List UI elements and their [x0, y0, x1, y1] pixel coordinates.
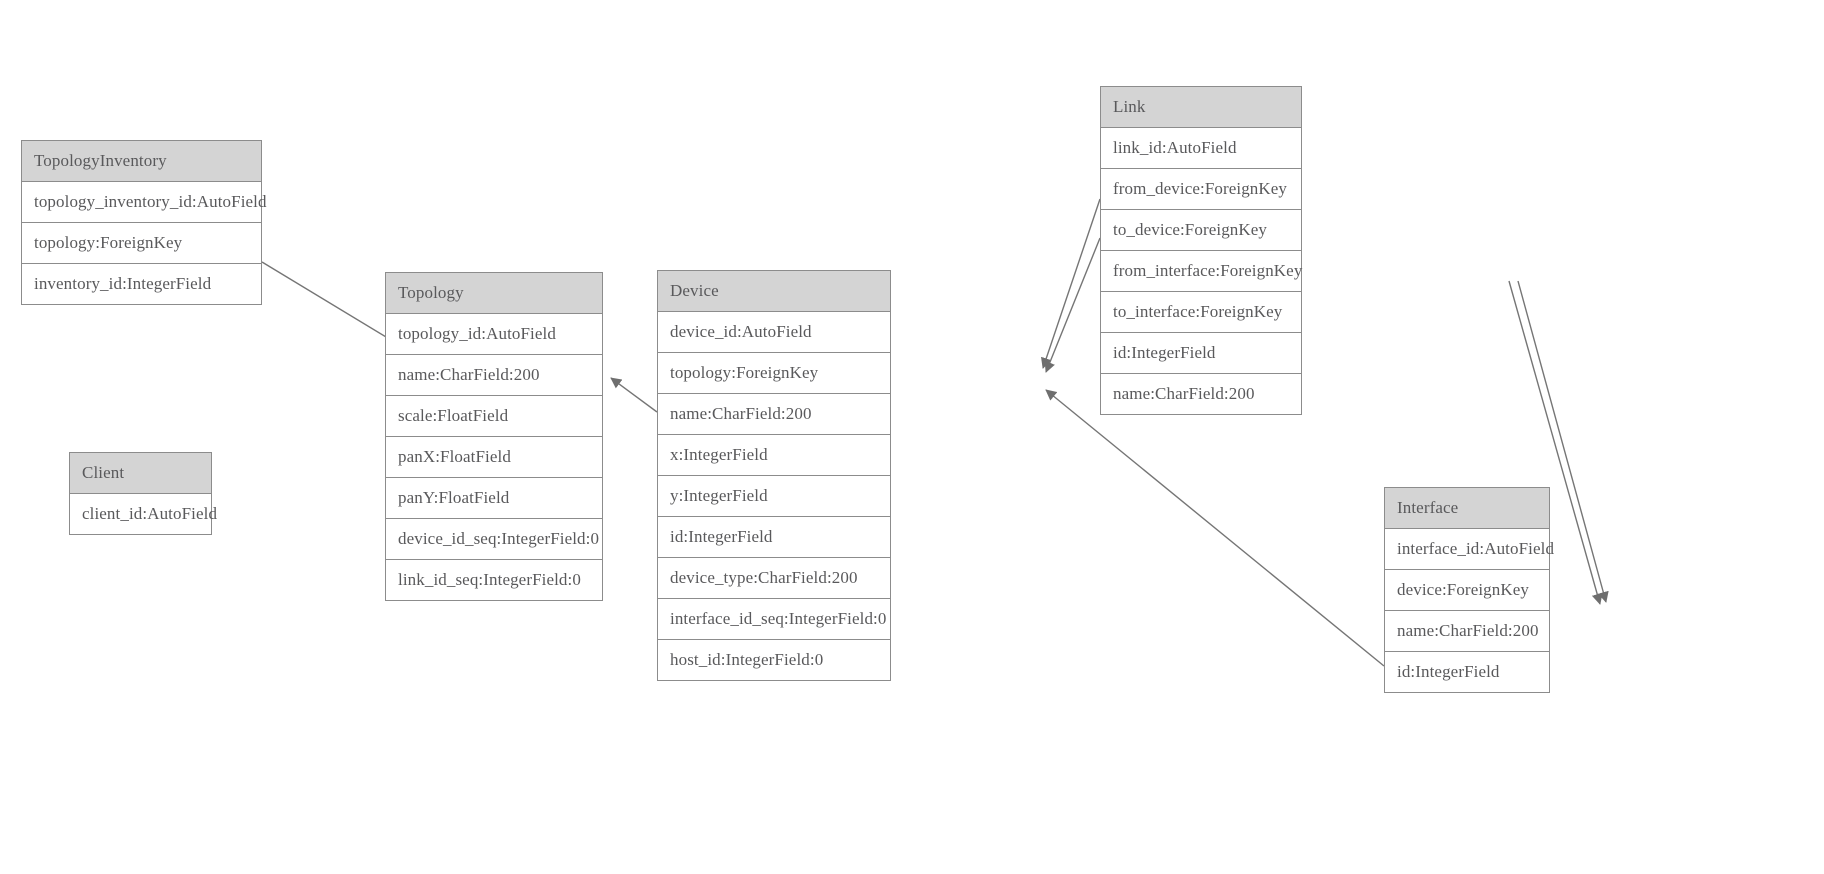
edge-link-from-device-to-device	[1041, 198, 1101, 369]
entity-field: topology_id:AutoField	[386, 314, 602, 355]
entity-field: name:CharField:200	[386, 355, 602, 396]
entity-field: client_id:AutoField	[70, 494, 217, 534]
entity-title-device: Device	[658, 271, 890, 312]
entity-field: host_id:IntegerField:0	[658, 640, 890, 680]
entity-title-topology: Topology	[386, 273, 602, 314]
edge-device-to-topology	[610, 377, 658, 413]
entity-field: from_device:ForeignKey	[1101, 169, 1301, 210]
entity-field: to_interface:ForeignKey	[1101, 292, 1301, 333]
entity-field: interface_id_seq:IntegerField:0	[658, 599, 890, 640]
entity-field: topology_inventory_id:AutoField	[22, 182, 266, 223]
entity-field: name:CharField:200	[1101, 374, 1301, 414]
entity-field: link_id_seq:IntegerField:0	[386, 560, 602, 600]
entity-field: scale:FloatField	[386, 396, 602, 437]
entity-field: id:IntegerField	[1385, 652, 1549, 692]
edge-link-to-device-to-device	[1044, 237, 1101, 373]
entity-field: topology:ForeignKey	[658, 353, 890, 394]
entity-field: name:CharField:200	[658, 394, 890, 435]
entity-field: id:IntegerField	[1101, 333, 1301, 374]
entity-field: from_interface:ForeignKey	[1101, 251, 1302, 292]
entity-field: device:ForeignKey	[1385, 570, 1549, 611]
entity-field: id:IntegerField	[658, 517, 890, 558]
entity-field: topology:ForeignKey	[22, 223, 261, 264]
entity-title-interface: Interface	[1385, 488, 1549, 529]
entity-field: device_id:AutoField	[658, 312, 890, 353]
entity-title-link: Link	[1101, 87, 1301, 128]
edge-interface-to-device	[1045, 389, 1385, 667]
entity-field: link_id:AutoField	[1101, 128, 1301, 169]
entity-field: panX:FloatField	[386, 437, 602, 478]
entity-field: y:IntegerField	[658, 476, 890, 517]
entity-field: inventory_id:IntegerField	[22, 264, 261, 304]
entity-field: device_id_seq:IntegerField:0	[386, 519, 602, 560]
entity-field: x:IntegerField	[658, 435, 890, 476]
entity-field: interface_id:AutoField	[1385, 529, 1554, 570]
entity-title-client: Client	[70, 453, 211, 494]
entity-field: panY:FloatField	[386, 478, 602, 519]
entity-field: device_type:CharField:200	[658, 558, 890, 599]
entity-field: name:CharField:200	[1385, 611, 1549, 652]
entity-field: to_device:ForeignKey	[1101, 210, 1301, 251]
entity-title-topology_inventory: TopologyInventory	[22, 141, 261, 182]
